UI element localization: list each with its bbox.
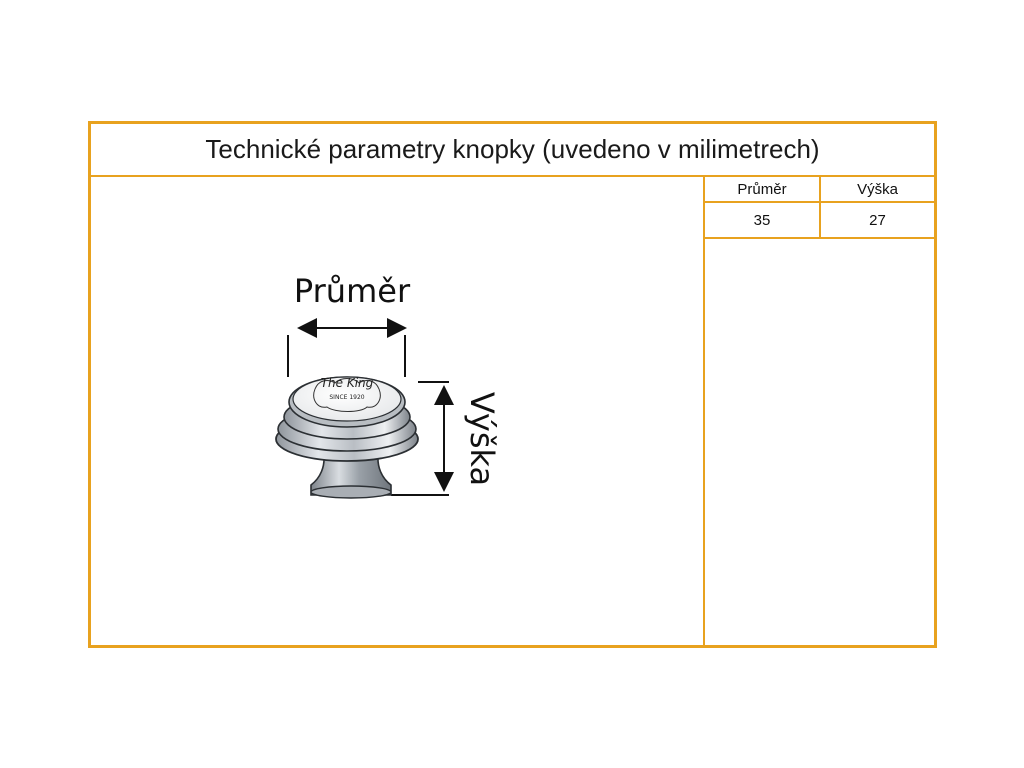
header-height: Výška [857, 180, 898, 198]
knob-dimension-drawing: Průměr Výška [275, 272, 501, 499]
spec-table: Průměr Výška 35 27 [705, 177, 934, 645]
page-title: Technické parametry knopky (uvedeno v mi… [91, 124, 934, 177]
drawing-area: Průměr Výška [91, 177, 705, 645]
value-diameter: 35 [753, 211, 771, 229]
spec-sheet-frame: Technické parametry knopky (uvedeno v mi… [88, 121, 937, 648]
knob-illustration: The King SINCE 1920 [275, 376, 419, 499]
table-divider [819, 177, 821, 239]
knob-since-text: SINCE 1920 [329, 394, 364, 401]
height-label: Výška [463, 392, 501, 486]
header-diameter: Průměr [737, 180, 787, 198]
value-height: 27 [869, 211, 886, 229]
knob-brand-text: The King [321, 376, 374, 390]
diameter-label: Průměr [294, 272, 411, 310]
